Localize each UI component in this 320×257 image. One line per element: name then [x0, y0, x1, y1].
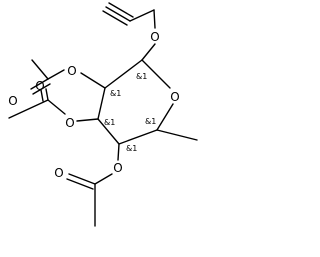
- bond-alkyne-c: [102, 10, 128, 26]
- structure-canvas: O O O O O O O O &1 &1 &1 &1 &1: [8, 2, 198, 227]
- bond-propargyl-ch2: [129, 9, 155, 22]
- bond-c3-carbonyl-a: [45, 88, 49, 101]
- bond-o-c3-carbonyl-carbon: [47, 99, 66, 115]
- bond-c3-c2: [97, 87, 106, 120]
- stereo-label-c5: &1: [145, 117, 156, 126]
- atom-anomeric-oxygen: O: [150, 30, 159, 44]
- molecule-structure: O O O O O O O O &1 &1 &1 &1 &1: [8, 2, 198, 227]
- bond-alkyne-b: [108, 2, 134, 18]
- bond-c2-acetyl-methyl: [31, 59, 49, 80]
- atom-c4-ester-oxygen: O: [113, 161, 122, 175]
- bond-ring-o-c5: [156, 103, 174, 131]
- bond-c5-methyl: [156, 129, 198, 141]
- bond-c4-carbonyl-b: [66, 178, 94, 190]
- atom-c2-carbonyl-oxygen: O: [8, 94, 17, 108]
- bond-c3-carbonyl-b: [40, 89, 44, 102]
- bond-o1-c1: [141, 43, 156, 61]
- bond-c2-carbonyl-b: [32, 83, 51, 95]
- atom-c4-carbonyl-oxygen: O: [54, 166, 63, 180]
- bond-c1-ring-o: [141, 59, 171, 89]
- bond-o-c2-carbonyl-carbon: [47, 69, 65, 80]
- stereo-label-c2: &1: [110, 89, 121, 98]
- bond-c3-o: [76, 118, 99, 122]
- bond-ch2-o1: [153, 9, 156, 29]
- stereo-label-c1: &1: [136, 72, 147, 81]
- atom-ring-oxygen: O: [170, 90, 179, 104]
- bond-c4-c3: [97, 118, 120, 145]
- bond-c4-o: [117, 143, 120, 161]
- bond-c4-carbonyl-a: [68, 173, 96, 185]
- bond-c2-carbonyl-a: [30, 78, 49, 90]
- bond-c5-c4: [118, 129, 158, 145]
- bond-c3-acetyl-methyl: [8, 99, 49, 119]
- bond-o-c4-carbonyl-carbon: [94, 173, 113, 185]
- stereo-label-c4: &1: [126, 144, 137, 153]
- bond-alkyne-a: [105, 6, 131, 22]
- bond-c2-o: [80, 72, 106, 89]
- atom-c3-carbonyl-oxygen: O: [35, 79, 44, 93]
- stereo-label-c3: &1: [104, 118, 115, 127]
- atom-c3-ester-oxygen: O: [65, 116, 74, 130]
- bond-c2-c1: [104, 59, 143, 89]
- atom-c2-ester-oxygen: O: [67, 64, 76, 78]
